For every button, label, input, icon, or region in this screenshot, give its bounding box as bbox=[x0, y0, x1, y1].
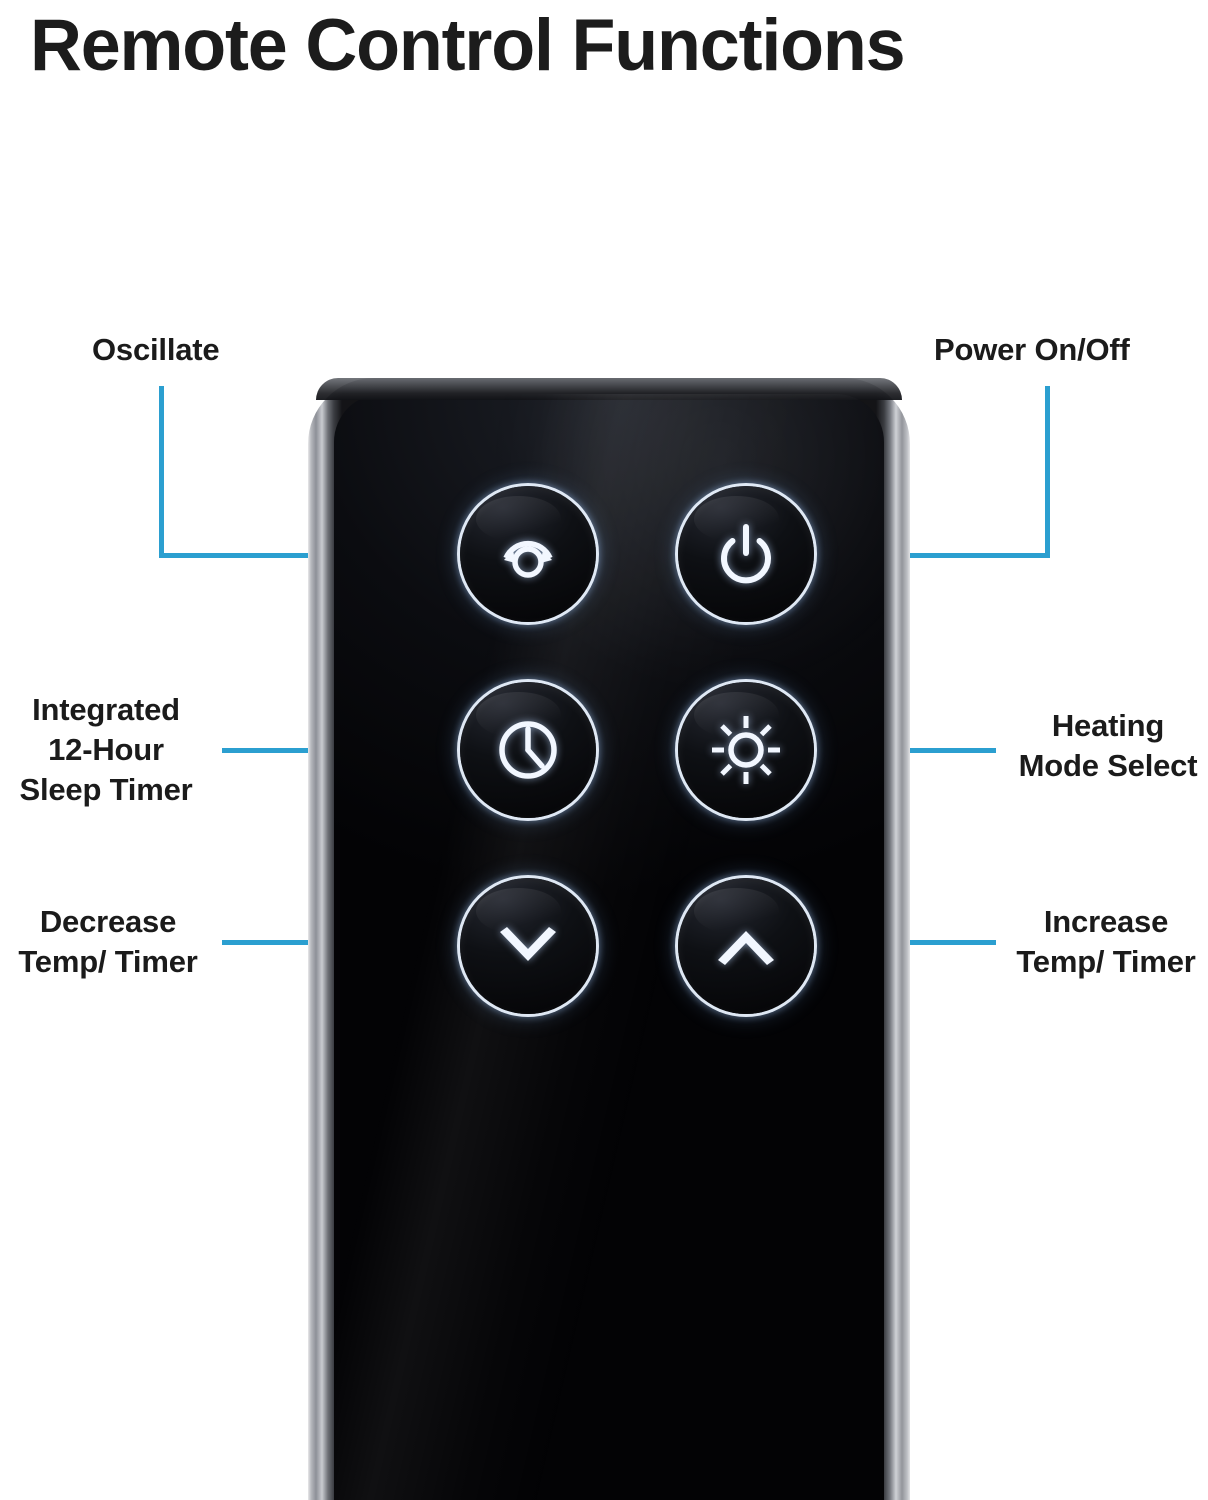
callout-label-decrease: Decrease Temp/ Timer bbox=[8, 902, 208, 982]
heating-mode-button[interactable] bbox=[678, 682, 814, 818]
sun-icon bbox=[712, 716, 780, 784]
remote-control-device bbox=[308, 378, 910, 1500]
leader-line-sleep-timer bbox=[222, 748, 382, 753]
leader-line-oscillate-horizontal bbox=[159, 553, 381, 558]
decrease-temp-timer-button[interactable] bbox=[460, 878, 596, 1014]
clock-icon bbox=[499, 721, 557, 779]
callout-line: Sleep Timer bbox=[19, 772, 193, 807]
callout-line: Power On/Off bbox=[934, 332, 1130, 367]
leader-line-heating-mode bbox=[838, 748, 996, 753]
sleep-timer-button[interactable] bbox=[460, 682, 596, 818]
page-title: Remote Control Functions bbox=[30, 5, 906, 86]
callout-line: Temp/ Timer bbox=[1016, 944, 1196, 979]
callout-line: 12-Hour bbox=[48, 732, 164, 767]
callout-label-heating-mode: Heating Mode Select bbox=[1010, 706, 1206, 786]
callout-line: Heating bbox=[1051, 708, 1165, 743]
callout-line: Decrease bbox=[39, 904, 177, 939]
callout-line: Increase bbox=[1043, 904, 1169, 939]
callout-line: Temp/ Timer bbox=[18, 944, 198, 979]
power-button[interactable] bbox=[678, 486, 814, 622]
callout-line: Integrated bbox=[32, 692, 180, 727]
callout-line: Oscillate bbox=[92, 332, 220, 367]
increase-temp-timer-button[interactable] bbox=[678, 878, 814, 1014]
chevron-down-icon bbox=[500, 927, 556, 961]
leader-line-power-vertical bbox=[1045, 386, 1050, 558]
oscillate-icon bbox=[503, 540, 553, 578]
remote-top-edge bbox=[316, 378, 902, 400]
oscillate-button[interactable] bbox=[460, 486, 596, 622]
leader-line-power-horizontal bbox=[838, 553, 1050, 558]
chevron-up-icon bbox=[718, 931, 774, 965]
callout-line: Mode Select bbox=[1018, 748, 1198, 783]
callout-label-sleep-timer: Integrated 12-Hour Sleep Timer bbox=[8, 690, 204, 810]
callout-label-oscillate: Oscillate bbox=[92, 330, 220, 370]
callout-label-increase: Increase Temp/ Timer bbox=[1006, 902, 1206, 982]
leader-line-oscillate-vertical bbox=[159, 386, 164, 558]
leader-line-increase bbox=[838, 940, 996, 945]
leader-line-decrease bbox=[222, 940, 382, 945]
power-icon bbox=[721, 524, 771, 584]
callout-label-power: Power On/Off bbox=[934, 330, 1130, 370]
